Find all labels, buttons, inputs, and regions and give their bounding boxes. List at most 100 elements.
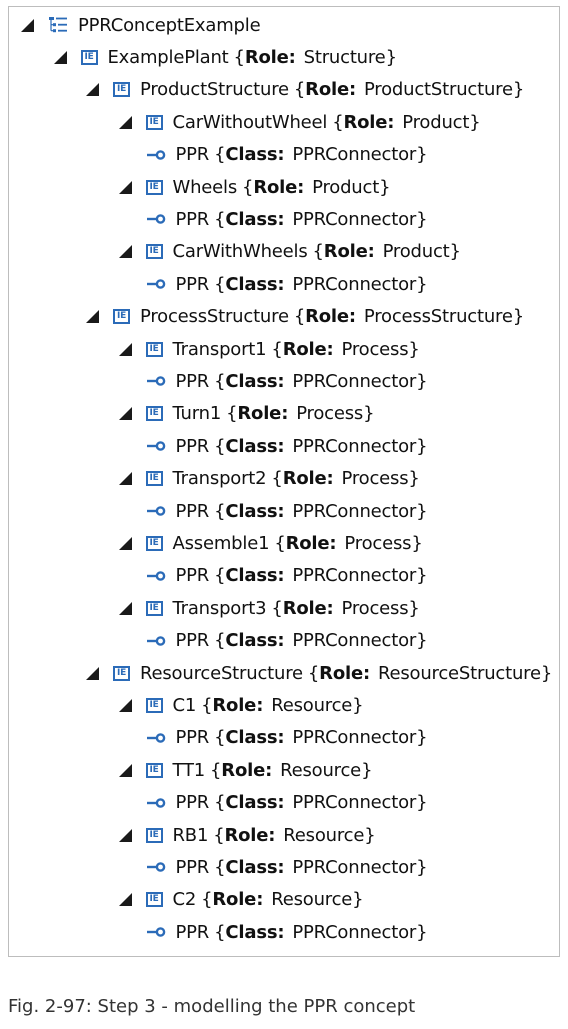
- expand-toggle-icon[interactable]: [118, 115, 132, 129]
- internal-element-icon: IE: [145, 114, 163, 130]
- internal-element-icon: IE: [145, 471, 163, 487]
- tree-node-connector[interactable]: PPR{Class:PPRConnector }: [146, 851, 428, 883]
- node-attribute-value: PPRConnector: [292, 208, 417, 230]
- tree-node-connector[interactable]: PPR{Class:PPRConnector }: [146, 268, 428, 300]
- tree-node-connector[interactable]: PPR{Class:PPRConnector }: [146, 365, 428, 397]
- expand-toggle-icon[interactable]: [118, 763, 132, 777]
- node-name: PPR: [175, 727, 210, 749]
- open-brace: {: [214, 208, 226, 230]
- node-attribute-keyword: Class:: [225, 144, 285, 166]
- internal-element-icon: IE: [80, 49, 98, 65]
- node-attribute-keyword: Class:: [225, 435, 285, 457]
- expand-toggle-icon[interactable]: [118, 472, 132, 486]
- close-brace: }: [469, 111, 481, 133]
- node-attribute-keyword: Role:: [224, 824, 276, 846]
- expand-toggle-icon[interactable]: [118, 698, 132, 712]
- node-name: ResourceStructure: [140, 662, 303, 684]
- expand-toggle-icon[interactable]: [86, 666, 99, 680]
- internal-element-icon: IE: [113, 309, 130, 325]
- node-attribute-value: PPRConnector: [292, 792, 417, 814]
- tree-node-connector[interactable]: PPR{Class:PPRConnector }: [146, 625, 428, 657]
- node-attribute-keyword: Class:: [225, 370, 285, 392]
- close-brace: }: [416, 565, 428, 587]
- node-attribute-value: Product: [382, 241, 450, 263]
- expand-toggle-icon[interactable]: [86, 310, 99, 324]
- tree-root-node[interactable]: PPRConceptExample: [21, 9, 265, 41]
- node-name: PPR: [175, 792, 210, 814]
- expand-toggle-icon[interactable]: [118, 407, 132, 421]
- close-brace: }: [416, 727, 428, 749]
- node-name: PPR: [175, 370, 210, 392]
- node-attribute-value: PPRConnector: [292, 921, 417, 943]
- close-brace: }: [408, 597, 420, 619]
- tree-node-connector[interactable]: PPR{Class:PPRConnector }: [146, 722, 428, 754]
- node-attribute-keyword: Role:: [285, 532, 337, 554]
- expand-toggle-icon[interactable]: [118, 180, 132, 194]
- tree-node-connector[interactable]: PPR{Class:PPRConnector }: [146, 495, 428, 527]
- node-attribute-keyword: Role:: [244, 46, 296, 68]
- expand-toggle-icon[interactable]: [53, 50, 67, 64]
- internal-element-icon: IE: [145, 179, 163, 195]
- open-brace: {: [271, 468, 283, 490]
- node-attribute-keyword: Role:: [221, 759, 273, 781]
- tree-node-connector[interactable]: PPR{Class:PPRConnector }: [146, 430, 428, 462]
- close-brace: }: [364, 824, 376, 846]
- expand-toggle-icon[interactable]: [21, 18, 34, 32]
- node-attribute-value: Structure: [303, 46, 386, 68]
- close-brace: }: [416, 208, 428, 230]
- tree-node-connector[interactable]: PPR{Class:PPRConnector }: [146, 139, 428, 171]
- internal-element-icon: IE: [145, 244, 163, 260]
- node-attribute-value: Process: [341, 338, 409, 360]
- node-attribute-value: ProcessStructure: [363, 306, 513, 328]
- tree-node-connector[interactable]: PPR{Class:PPRConnector }: [146, 203, 428, 235]
- node-name: PPR: [175, 565, 210, 587]
- open-brace: {: [201, 694, 213, 716]
- open-brace: {: [214, 565, 226, 587]
- connector-icon: [146, 214, 165, 225]
- tree-node-connector[interactable]: PPR{Class:PPRConnector }: [146, 916, 428, 948]
- tree-node-connector[interactable]: PPR{Class:PPRConnector }: [146, 787, 428, 819]
- expand-toggle-icon[interactable]: [118, 536, 132, 550]
- close-brace: }: [416, 630, 428, 652]
- node-name: C2: [172, 889, 197, 911]
- expand-toggle-icon[interactable]: [118, 245, 132, 259]
- expand-toggle-icon[interactable]: [118, 828, 132, 842]
- node-attribute-keyword: Role:: [212, 694, 264, 716]
- node-name: Transport3: [172, 597, 267, 619]
- expand-toggle-icon[interactable]: [118, 893, 132, 907]
- tree-node-connector[interactable]: PPR{Class:PPRConnector }: [146, 560, 428, 592]
- node-attribute-keyword: Role:: [253, 176, 305, 198]
- connector-icon: [146, 797, 165, 808]
- open-brace: {: [201, 889, 213, 911]
- node-attribute-keyword: Role:: [237, 403, 289, 425]
- expand-toggle-icon[interactable]: [86, 83, 99, 97]
- close-brace: }: [416, 921, 428, 943]
- connector-icon: [146, 376, 165, 387]
- expand-toggle-icon[interactable]: [118, 342, 132, 356]
- expand-toggle-icon[interactable]: [118, 601, 132, 615]
- node-attribute-value: PPRConnector: [292, 565, 417, 587]
- open-brace: {: [293, 79, 306, 101]
- open-brace: {: [214, 273, 226, 295]
- internal-element-icon: IE: [145, 600, 163, 616]
- node-attribute-value: Process: [341, 468, 409, 490]
- node-attribute-value: PPRConnector: [292, 273, 417, 295]
- internal-element-icon: IE: [145, 892, 163, 908]
- node-attribute-keyword: Role:: [282, 338, 334, 360]
